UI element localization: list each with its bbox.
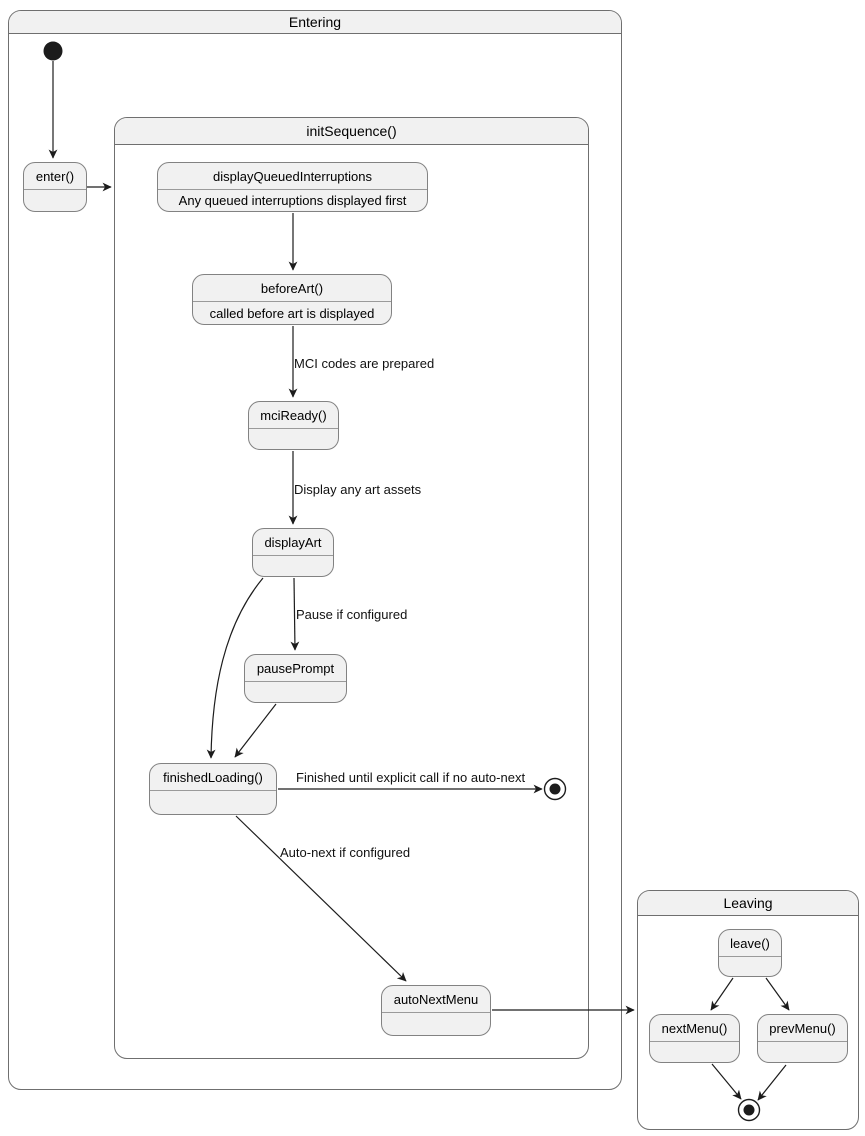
composite-state-init-sequence: initSequence() — [114, 117, 589, 1059]
state-next-menu: nextMenu() — [649, 1014, 740, 1063]
state-next-menu-title: nextMenu() — [650, 1015, 739, 1042]
transition-label-finished: Finished until explicit call if no auto-… — [296, 770, 526, 785]
state-mci-ready-title: mciReady() — [249, 402, 338, 429]
transition-label-mci-codes: MCI codes are prepared — [294, 356, 435, 371]
state-enter-title: enter() — [24, 163, 86, 190]
composite-state-init-sequence-title: initSequence() — [115, 118, 588, 145]
composite-state-leaving-title: Leaving — [638, 891, 858, 916]
state-display-art-body — [253, 556, 333, 576]
state-display-queued-interruptions: displayQueuedInterruptions Any queued in… — [157, 162, 428, 212]
state-pause-prompt: pausePrompt — [244, 654, 347, 703]
state-leave: leave() — [718, 929, 782, 977]
state-auto-next-menu: autoNextMenu — [381, 985, 491, 1036]
transition-label-display-assets: Display any art assets — [294, 482, 422, 497]
composite-state-leaving: Leaving — [637, 890, 859, 1130]
state-leave-body — [719, 957, 781, 976]
transition-label-pause: Pause if configured — [296, 607, 408, 622]
state-auto-next-menu-title: autoNextMenu — [382, 986, 490, 1013]
state-prev-menu: prevMenu() — [757, 1014, 848, 1063]
state-next-menu-body — [650, 1042, 739, 1062]
state-prev-menu-title: prevMenu() — [758, 1015, 847, 1042]
state-display-art: displayArt — [252, 528, 334, 577]
state-before-art-title: beforeArt() — [193, 275, 391, 302]
state-mci-ready-body — [249, 429, 338, 449]
state-display-queued-interruptions-body: Any queued interruptions displayed first — [178, 193, 407, 208]
state-before-art: beforeArt() called before art is display… — [192, 274, 392, 325]
state-prev-menu-body — [758, 1042, 847, 1062]
state-before-art-body: called before art is displayed — [209, 305, 375, 321]
state-display-queued-interruptions-title: displayQueuedInterruptions — [158, 163, 427, 190]
state-finished-loading: finishedLoading() — [149, 763, 277, 815]
state-auto-next-menu-body — [382, 1013, 490, 1035]
state-leave-title: leave() — [719, 930, 781, 957]
state-finished-loading-body — [150, 791, 276, 814]
state-display-art-title: displayArt — [253, 529, 333, 556]
state-enter-body — [24, 190, 86, 211]
state-enter: enter() — [23, 162, 87, 212]
composite-state-entering-title: Entering — [9, 11, 621, 34]
state-pause-prompt-title: pausePrompt — [245, 655, 346, 682]
state-mci-ready: mciReady() — [248, 401, 339, 450]
state-pause-prompt-body — [245, 682, 346, 702]
state-finished-loading-title: finishedLoading() — [150, 764, 276, 791]
transition-label-auto-next: Auto-next if configured — [280, 845, 411, 860]
